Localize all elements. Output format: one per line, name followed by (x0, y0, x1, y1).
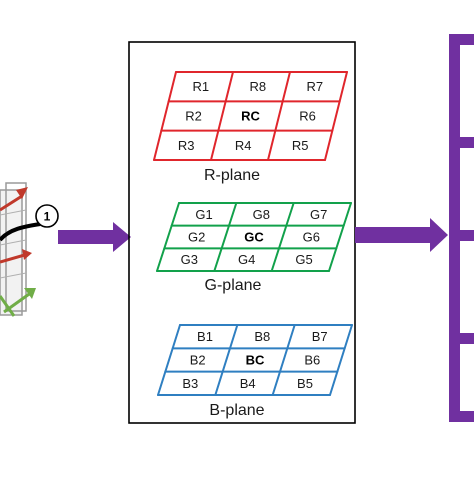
step-badge-label: 1 (44, 210, 51, 224)
red-axis-arrow-icon (0, 187, 32, 264)
r-plane-cell-label: R8 (250, 79, 267, 94)
b-plane-col-line (271, 324, 296, 396)
g-plane-col-line (213, 202, 238, 272)
r-plane-cell-label: R2 (185, 109, 202, 124)
rotation-curve-icon (0, 222, 41, 242)
b-plane-col-line (157, 324, 181, 396)
b-plane-cell-label: B4 (240, 376, 256, 391)
r-plane-col-line (324, 71, 348, 161)
g-plane-cell-label: G2 (188, 230, 205, 245)
r-plane-cell-label: R5 (292, 138, 309, 153)
g-plane-col-line (270, 202, 295, 272)
green-axis-arrow-icon (0, 288, 36, 317)
r-plane-cell-label: R7 (307, 79, 324, 94)
b-plane-cell-label: B6 (304, 353, 320, 368)
b-plane-col-line (329, 324, 353, 396)
r-plane-cell-label: R6 (299, 109, 316, 124)
output-block-icon (449, 34, 474, 422)
g-plane-cell-label: G1 (195, 207, 212, 222)
b-plane-col-line (214, 324, 239, 396)
g-plane-cell-label: G7 (310, 207, 327, 222)
r-plane-label: R-plane (204, 167, 260, 184)
g-plane-label: G-plane (205, 277, 262, 294)
g-plane-cell-label: G5 (295, 252, 312, 267)
g-plane-cell-label: G3 (181, 252, 198, 267)
g-plane-cell-label: GC (244, 230, 264, 245)
b-plane-cell-label: B2 (190, 353, 206, 368)
b-plane-cell-label: B1 (197, 329, 213, 344)
input-arrow-icon (58, 222, 131, 252)
b-plane-cell-label: B3 (182, 376, 198, 391)
r-plane-cell-label: R4 (235, 138, 252, 153)
b-plane-cell-label: B7 (312, 329, 328, 344)
b-plane-cell-label: B8 (254, 329, 270, 344)
r-plane-cell-label: R1 (193, 79, 210, 94)
r-plane-cell-label: RC (241, 109, 260, 124)
g-plane-col-line (156, 202, 180, 272)
r-plane-col-line (210, 71, 234, 161)
step-badge (35, 204, 59, 228)
b-plane-label: B-plane (209, 402, 264, 419)
r-plane-col-line (267, 71, 291, 161)
b-plane-cell-label: BC (246, 353, 265, 368)
g-plane-col-line (328, 202, 352, 272)
r-plane-col-line (153, 71, 177, 161)
g-plane-cell-label: G8 (253, 207, 270, 222)
b-plane-cell-label: B5 (297, 376, 313, 391)
g-plane-cell-label: G6 (303, 230, 320, 245)
input-cube-icon (0, 182, 27, 316)
planes-frame (128, 41, 356, 424)
g-plane-cell-label: G4 (238, 252, 255, 267)
output-arrow-icon (355, 218, 448, 252)
r-plane-cell-label: R3 (178, 138, 195, 153)
